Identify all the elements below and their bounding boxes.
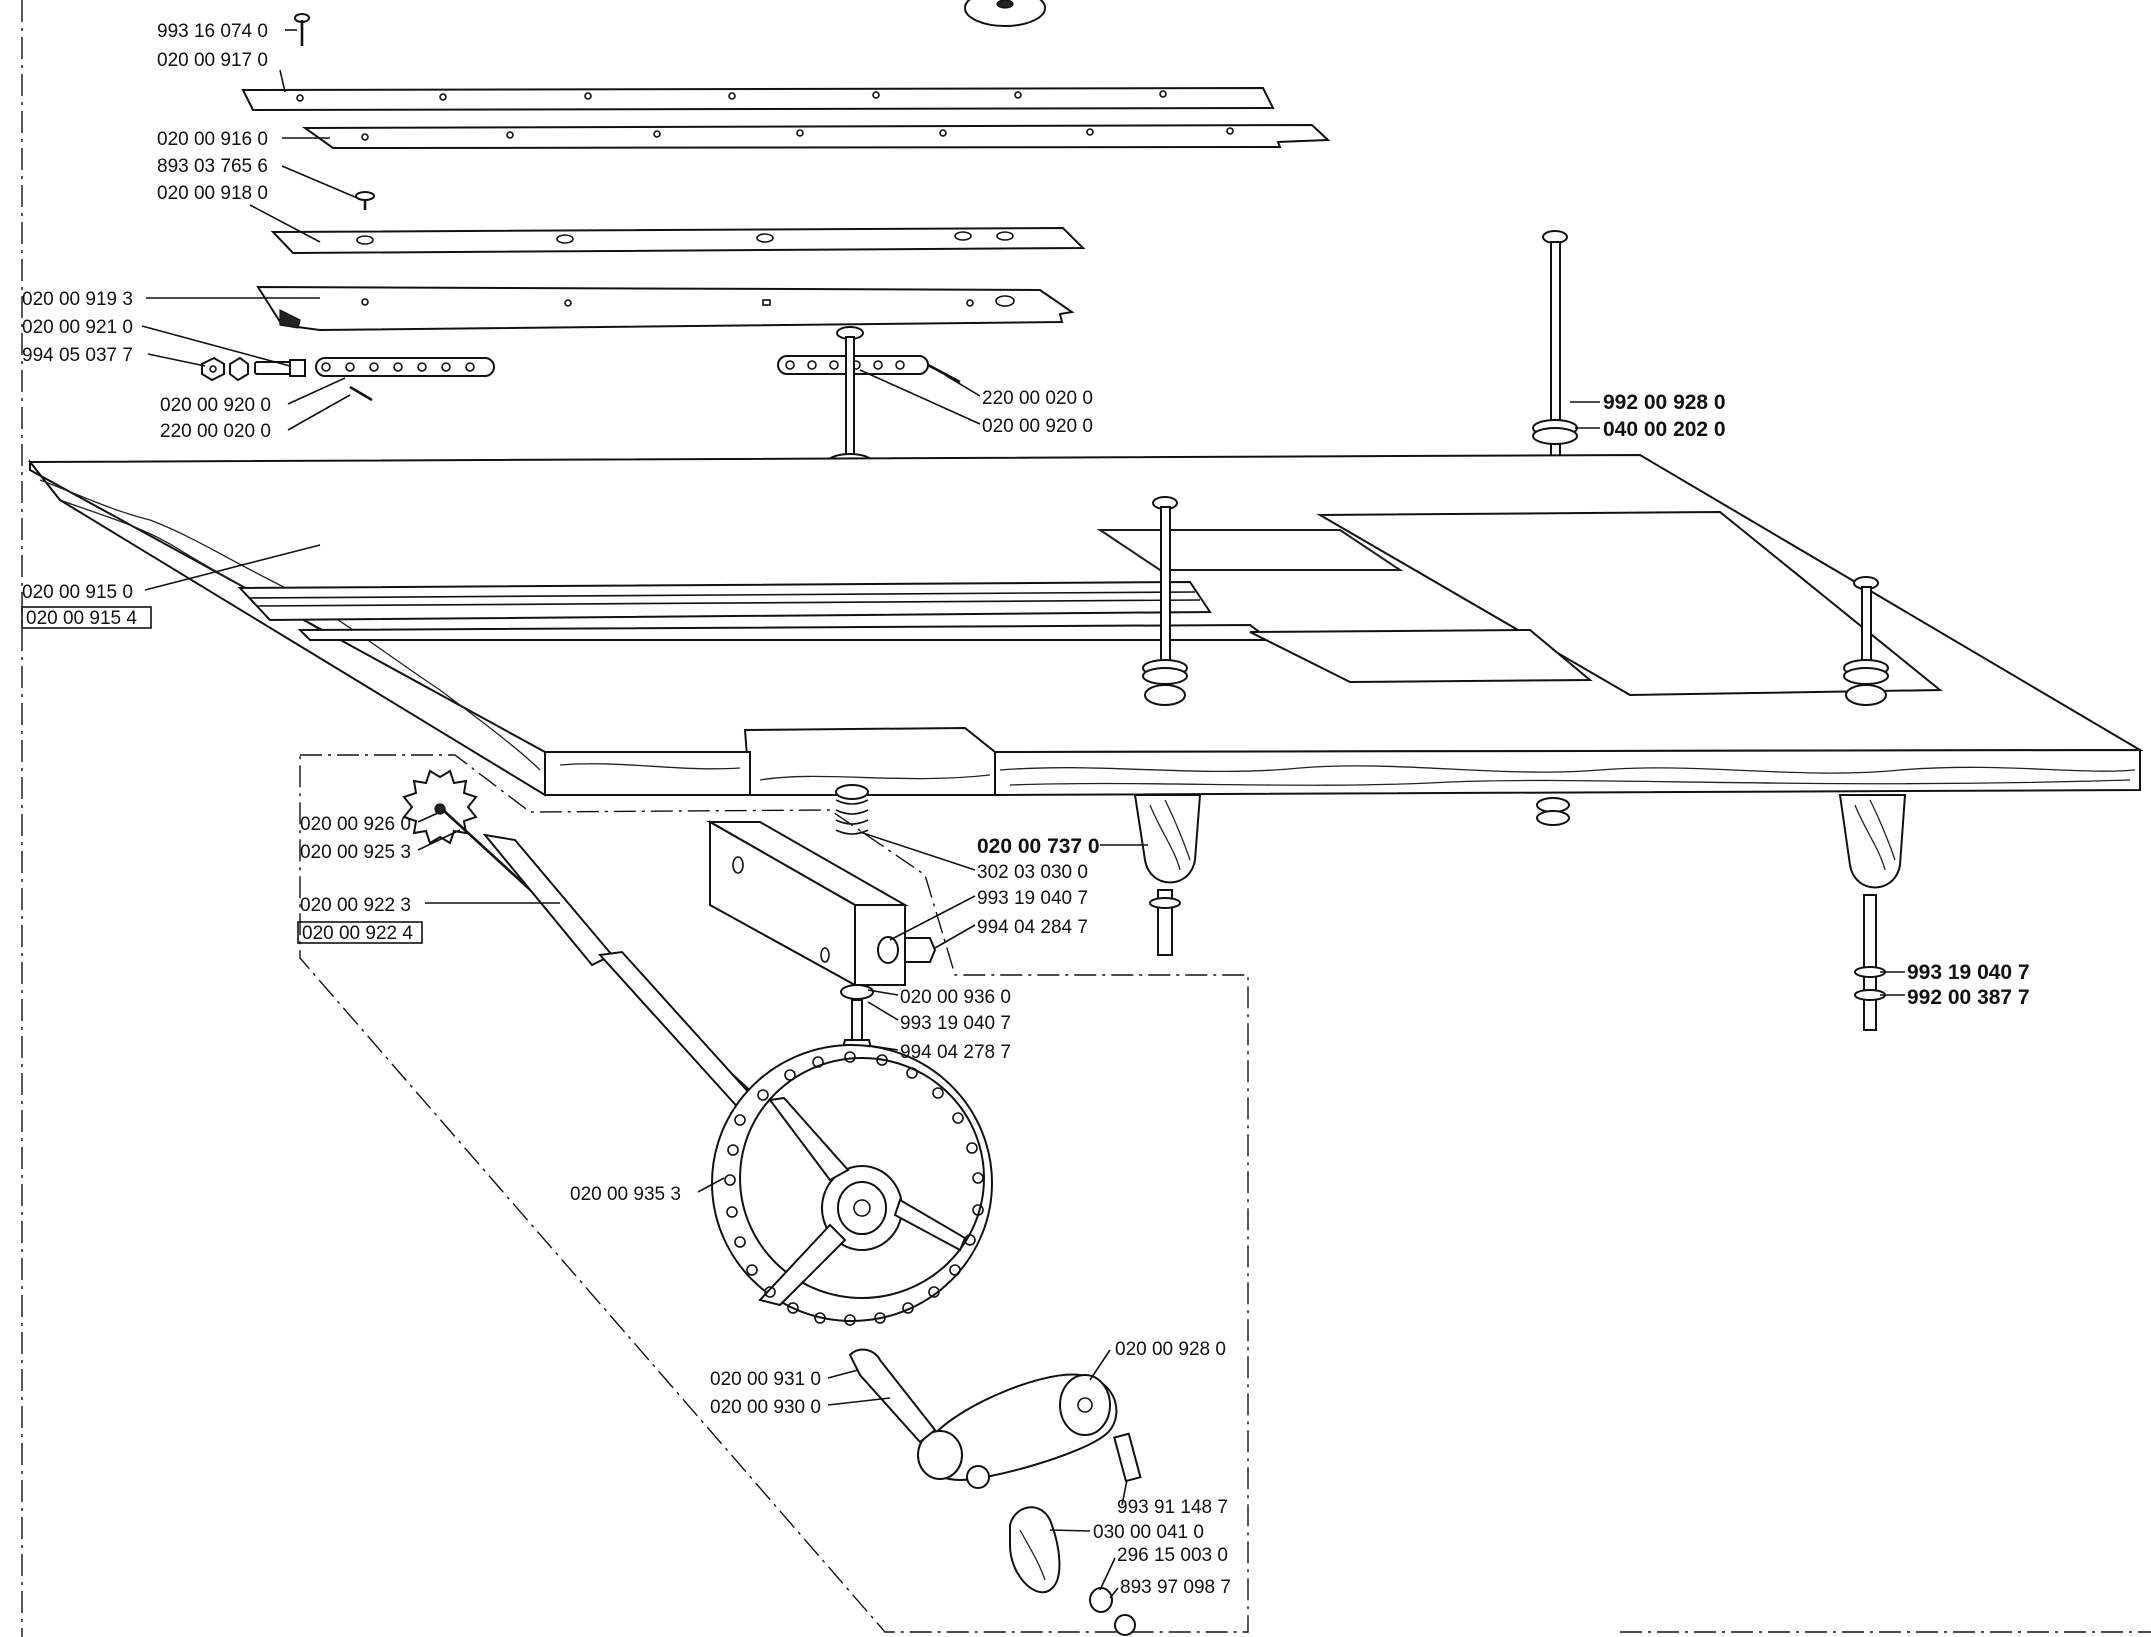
nut-994-05-037-7 bbox=[201, 356, 249, 382]
label-993-19-040-7-b: 993 19 040 7 bbox=[900, 1013, 1011, 1034]
label-box-020-00-922-4 bbox=[297, 921, 423, 944]
handle-020-00-931-0 bbox=[848, 1348, 937, 1444]
label-992-00-387-7: 992 00 387 7 bbox=[1907, 986, 2030, 1009]
label-020-00-920-0-right: 020 00 920 0 bbox=[982, 416, 1093, 437]
label-020-00-917-0: 020 00 917 0 bbox=[157, 50, 268, 71]
screw-993-16-074-0 bbox=[294, 13, 310, 46]
label-020-00-935-3: 020 00 935 3 bbox=[570, 1184, 681, 1205]
label-020-00-922-3: 020 00 922 3 bbox=[300, 895, 411, 916]
label-993-16-074-0: 993 16 074 0 bbox=[157, 21, 268, 42]
label-893-97-098-7: 893 97 098 7 bbox=[1120, 1577, 1231, 1598]
label-993-91-148-7: 993 91 148 7 bbox=[1117, 1497, 1228, 1518]
leg-020-00-737-0 bbox=[1133, 794, 1202, 956]
bolt-994-04-284-7 bbox=[877, 936, 937, 964]
label-020-00-921-0: 020 00 921 0 bbox=[22, 317, 133, 338]
bolt-994-04-278-7 bbox=[840, 984, 874, 1053]
table-top-020-00-915-0 bbox=[27, 453, 2144, 797]
screw-893-03-765-6 bbox=[355, 191, 375, 210]
label-040-00-202-0: 040 00 202 0 bbox=[1603, 418, 1726, 441]
handwheel-020-00-935-3 bbox=[711, 1044, 993, 1326]
label-296-15-003-0: 296 15 003 0 bbox=[1117, 1545, 1228, 1566]
spindle-table-mid bbox=[1142, 496, 1188, 706]
subassembly-boundary bbox=[299, 754, 1249, 1633]
label-020-00-928-0: 020 00 928 0 bbox=[1115, 1339, 1226, 1360]
spring-302-03-030-0 bbox=[835, 784, 869, 835]
knob-030-00-041-0 bbox=[1009, 1506, 1061, 1594]
label-020-00-931-0: 020 00 931 0 bbox=[710, 1369, 821, 1390]
label-020-00-918-0: 020 00 918 0 bbox=[157, 183, 268, 204]
label-993-19-040-7-c: 993 19 040 7 bbox=[1907, 961, 2030, 984]
label-994-04-278-7: 994 04 278 7 bbox=[900, 1042, 1011, 1063]
label-020-00-925-3: 020 00 925 3 bbox=[300, 842, 411, 863]
label-994-04-284-7: 994 04 284 7 bbox=[977, 917, 1088, 938]
leader-lines bbox=[141, 29, 1905, 1599]
chain-center-020-00-920-0 bbox=[777, 355, 961, 384]
label-020-00-919-3: 020 00 919 3 bbox=[22, 289, 133, 310]
bracket-020-00-936-0 bbox=[706, 820, 909, 987]
label-893-03-765-6: 893 03 765 6 bbox=[157, 156, 268, 177]
label-993-19-040-7-a: 993 19 040 7 bbox=[977, 888, 1088, 909]
screw-993-91-148-7 bbox=[1113, 1432, 1142, 1483]
label-992-00-928-0: 992 00 928 0 bbox=[1603, 391, 1726, 414]
part-labels: 993 16 074 0 020 00 917 0 020 00 916 0 8… bbox=[22, 21, 2030, 1598]
label-220-00-020-0-left: 220 00 020 0 bbox=[160, 421, 271, 442]
label-220-00-020-0-right: 220 00 020 0 bbox=[982, 388, 1093, 409]
label-020-00-922-4: 020 00 922 4 bbox=[302, 923, 413, 944]
label-020-00-737-0: 020 00 737 0 bbox=[977, 835, 1100, 858]
chain-left-020-00-920-0 bbox=[315, 357, 495, 377]
strip-020-00-919-3 bbox=[256, 285, 1075, 332]
strip-020-00-917-0 bbox=[241, 86, 1275, 112]
label-020-00-926-0: 020 00 926 0 bbox=[300, 814, 411, 835]
label-302-03-030-0: 302 03 030 0 bbox=[977, 862, 1088, 883]
label-994-05-037-7: 994 05 037 7 bbox=[22, 345, 133, 366]
tensioner-020-00-921-0 bbox=[254, 359, 306, 377]
strip-020-00-916-0 bbox=[301, 123, 1331, 150]
strip-020-00-918-0 bbox=[270, 226, 1086, 255]
label-box-020-00-915-4 bbox=[21, 606, 152, 629]
sprocket-020-00-926-0 bbox=[402, 769, 478, 845]
label-020-00-920-0-left: 020 00 920 0 bbox=[160, 395, 271, 416]
top-disc-part bbox=[964, 0, 1046, 27]
washer-under-table bbox=[1536, 797, 1570, 826]
label-030-00-041-0: 030 00 041 0 bbox=[1093, 1522, 1204, 1543]
pin-left-220-00-020-0 bbox=[349, 385, 373, 402]
crank-arm-020-00-928-0 bbox=[917, 1373, 1118, 1489]
label-020-00-936-0: 020 00 936 0 bbox=[900, 987, 1011, 1008]
washer-893-97-098-7 bbox=[1089, 1587, 1136, 1636]
label-020-00-915-4: 020 00 915 4 bbox=[26, 608, 137, 629]
label-020-00-930-0: 020 00 930 0 bbox=[710, 1397, 821, 1418]
spindle-table-right bbox=[1843, 576, 1889, 706]
label-020-00-916-0: 020 00 916 0 bbox=[157, 129, 268, 150]
label-020-00-915-0: 020 00 915 0 bbox=[22, 582, 133, 603]
